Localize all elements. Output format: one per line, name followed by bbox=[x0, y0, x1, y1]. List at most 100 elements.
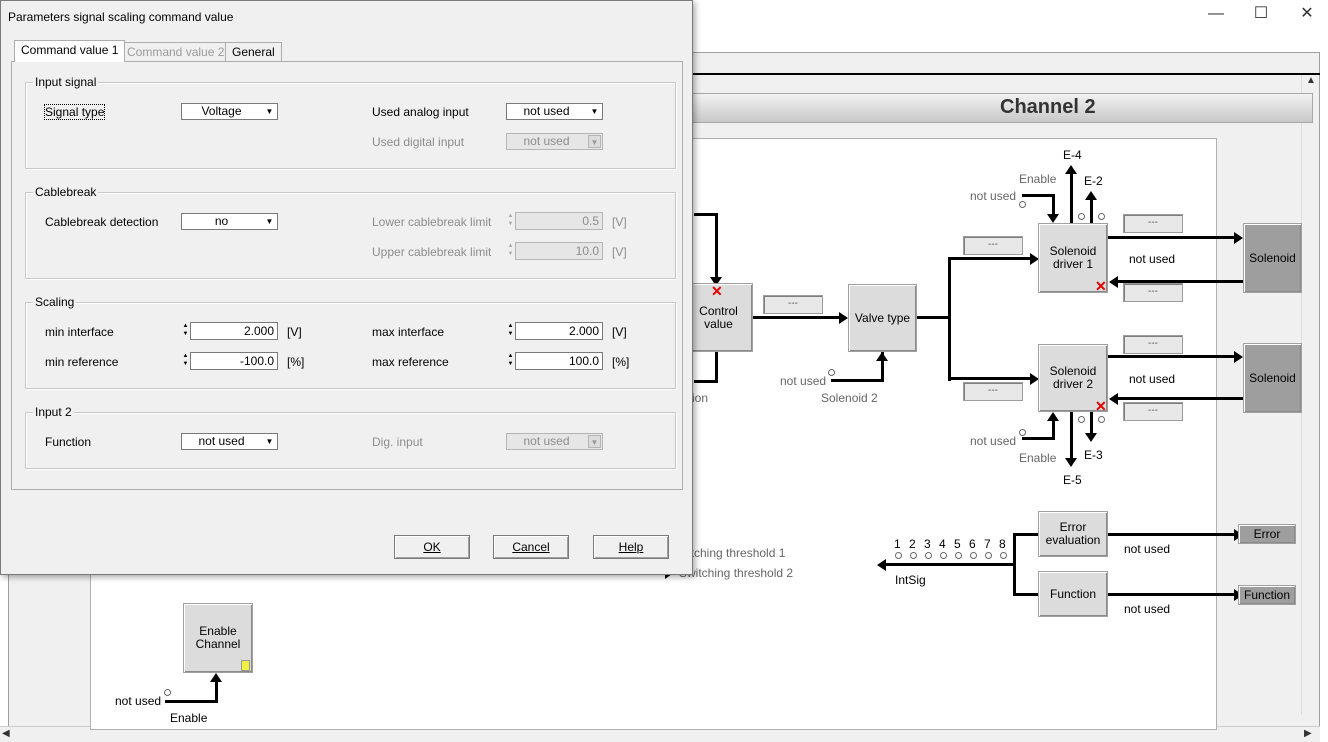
used-analog-input-select[interactable]: not used ▼ bbox=[506, 103, 603, 120]
intsig-indicator-icon bbox=[925, 552, 932, 559]
max-interface-spinner[interactable]: ▲▼ 2.000 bbox=[506, 322, 603, 340]
channel-tab-bar[interactable] bbox=[690, 93, 1313, 123]
e3-label: E-3 bbox=[1084, 448, 1103, 462]
spin-arrows-icon[interactable]: ▲▼ bbox=[507, 323, 514, 337]
input-signal-group: Input signal Signal type Voltage ▼ Used … bbox=[25, 75, 676, 169]
spin-arrows-icon[interactable]: ▲▼ bbox=[182, 353, 189, 367]
group-title: Scaling bbox=[33, 295, 77, 309]
tab-command-value-1[interactable]: Command value 1 bbox=[14, 40, 126, 62]
cancel-button[interactable]: Cancel bbox=[493, 535, 569, 559]
wire bbox=[1022, 194, 1055, 197]
error-output[interactable]: Error bbox=[1238, 524, 1296, 544]
intsig-number: 5 bbox=[954, 537, 961, 551]
input-indicator-icon bbox=[1019, 201, 1026, 208]
spin-arrows-icon[interactable]: ▲▼ bbox=[507, 243, 514, 257]
valve-type-block[interactable]: Valve type bbox=[848, 284, 917, 352]
wire bbox=[881, 352, 884, 382]
enable-label: Enable bbox=[1019, 451, 1057, 465]
ok-button[interactable]: OK bbox=[394, 535, 470, 559]
spin-value[interactable]: 100.0 bbox=[515, 352, 603, 370]
error-evaluation-block[interactable]: Error evaluation bbox=[1038, 511, 1108, 557]
spin-value[interactable]: 10.0 bbox=[515, 242, 603, 260]
upper-cablebreak-limit-spinner[interactable]: ▲▼ 10.0 bbox=[506, 242, 603, 260]
unit-label: [%] bbox=[612, 355, 630, 369]
function-select[interactable]: not used ▼ bbox=[181, 433, 278, 450]
function-block[interactable]: Function bbox=[1038, 571, 1108, 617]
spin-value[interactable]: 2.000 bbox=[190, 322, 278, 340]
min-interface-spinner[interactable]: ▲▼ 2.000 bbox=[181, 322, 278, 340]
intsig-number: 1 bbox=[894, 537, 901, 551]
function-output[interactable]: Function bbox=[1238, 585, 1296, 605]
wire bbox=[1090, 198, 1093, 223]
driver-2-input-display: --- bbox=[963, 382, 1023, 401]
group-title: Input 2 bbox=[33, 405, 74, 419]
driver-1-feedback-display: --- bbox=[1123, 283, 1183, 302]
input-indicator-icon bbox=[828, 369, 835, 376]
spin-arrows-icon[interactable]: ▲▼ bbox=[182, 323, 189, 337]
arrow-right-icon bbox=[1234, 351, 1243, 363]
input-2-group: Input 2 Function not used ▼ Dig. input n… bbox=[25, 405, 676, 469]
signal-type-label: Signal type bbox=[43, 104, 106, 120]
wire bbox=[948, 377, 1032, 380]
used-digital-input-label: Used digital input bbox=[372, 135, 465, 149]
unit-label: [V] bbox=[287, 325, 302, 339]
switching-threshold-1-label: itching threshold 1 bbox=[688, 546, 786, 560]
wire bbox=[1118, 280, 1243, 283]
dig-input-select[interactable]: not used ▼ bbox=[506, 433, 603, 450]
wire bbox=[1090, 412, 1093, 436]
select-value: Voltage bbox=[201, 104, 242, 118]
spin-value[interactable]: 0.5 bbox=[515, 212, 603, 230]
spin-arrows-icon[interactable]: ▲▼ bbox=[507, 353, 514, 367]
solenoid-driver-1-block[interactable]: Solenoid driver 1 bbox=[1038, 223, 1108, 293]
group-title: Input signal bbox=[33, 75, 99, 89]
solenoid-1-block[interactable]: Solenoid bbox=[1243, 223, 1302, 293]
wire bbox=[1013, 533, 1038, 536]
channel-title: Channel 2 bbox=[1000, 96, 1096, 118]
min-reference-spinner[interactable]: ▲▼ -100.0 bbox=[181, 352, 278, 370]
max-reference-spinner[interactable]: ▲▼ 100.0 bbox=[506, 352, 603, 370]
status-indicator-icon bbox=[1078, 416, 1085, 423]
error-x-icon: ✕ bbox=[1095, 278, 1107, 294]
enable-channel-block[interactable]: Enable Channel bbox=[183, 603, 253, 673]
chevron-down-icon: ▼ bbox=[265, 107, 274, 116]
close-window-button[interactable]: ✕ bbox=[1300, 5, 1314, 22]
e5-label: E-5 bbox=[1063, 473, 1082, 487]
signal-type-select[interactable]: Voltage ▼ bbox=[181, 103, 278, 120]
solenoid-2-block[interactable]: Solenoid bbox=[1243, 343, 1302, 413]
select-value: no bbox=[214, 214, 229, 228]
select-value: not used bbox=[198, 434, 245, 448]
select-value: not used bbox=[523, 104, 570, 118]
spin-value[interactable]: 2.000 bbox=[515, 322, 603, 340]
used-digital-input-select[interactable]: not used ▼ bbox=[506, 133, 603, 150]
chevron-down-icon: ▼ bbox=[588, 435, 601, 448]
intsig-indicator-icon bbox=[1000, 552, 1007, 559]
cablebreak-detection-select[interactable]: no ▼ bbox=[181, 213, 278, 230]
wire bbox=[1108, 533, 1236, 536]
minimize-button[interactable]: — bbox=[1208, 5, 1224, 22]
scroll-right-icon[interactable]: ▶ bbox=[1304, 728, 1312, 739]
control-value-block[interactable]: Control value bbox=[684, 283, 753, 352]
scroll-left-icon[interactable]: ◀ bbox=[2, 728, 10, 739]
spin-value[interactable]: -100.0 bbox=[190, 352, 278, 370]
intsig-number: 8 bbox=[999, 537, 1006, 551]
intsig-indicator-icon bbox=[910, 552, 917, 559]
tab-command-value-2[interactable]: Command value 2 bbox=[120, 42, 232, 62]
lower-cablebreak-limit-label: Lower cablebreak limit bbox=[372, 215, 492, 229]
unit-label: [%] bbox=[287, 355, 305, 369]
chevron-down-icon: ▼ bbox=[265, 217, 274, 226]
scroll-up-icon[interactable]: ▲ bbox=[1306, 75, 1316, 86]
tab-general[interactable]: General bbox=[225, 42, 282, 62]
vertical-scrollbar[interactable]: ▲ bbox=[1301, 75, 1319, 715]
help-button[interactable]: Help bbox=[593, 535, 669, 559]
min-interface-label: min interface bbox=[45, 325, 114, 339]
arrow-left-icon bbox=[1109, 393, 1118, 405]
maximize-button[interactable]: ☐ bbox=[1253, 5, 1269, 22]
parameters-dialog: Parameters signal scaling command value … bbox=[0, 0, 693, 575]
e2-label: E-2 bbox=[1084, 174, 1103, 188]
lower-cablebreak-limit-spinner[interactable]: ▲▼ 0.5 bbox=[506, 212, 603, 230]
wire bbox=[1070, 172, 1073, 223]
intsig-number: 3 bbox=[924, 537, 931, 551]
solenoid-driver-2-block[interactable]: Solenoid driver 2 bbox=[1038, 344, 1108, 412]
arrow-right-icon bbox=[839, 312, 848, 324]
spin-arrows-icon[interactable]: ▲▼ bbox=[507, 213, 514, 227]
